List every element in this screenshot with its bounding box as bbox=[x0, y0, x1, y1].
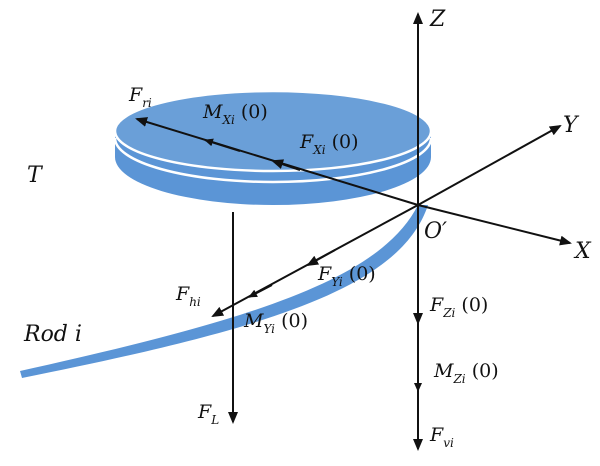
y-axis-label: Y bbox=[563, 113, 580, 138]
y-axis bbox=[417, 125, 562, 206]
f-ri-label: Fri bbox=[128, 84, 152, 110]
x-axis bbox=[417, 204, 572, 246]
rod-i bbox=[20, 205, 428, 378]
turntable-disc bbox=[113, 89, 433, 205]
x-axis-label: X bbox=[573, 239, 592, 264]
m-zi-label: MZi (0) bbox=[433, 360, 499, 386]
f-l-label: FL bbox=[197, 401, 219, 427]
z-axis-label: Z bbox=[429, 7, 446, 32]
m-yi-arrow bbox=[248, 284, 273, 298]
rod-label: Rod i bbox=[23, 322, 82, 347]
f-zi-label: FZi (0) bbox=[429, 294, 488, 320]
table-label: T bbox=[27, 163, 44, 188]
m-xi-label: MXi (0) bbox=[202, 101, 268, 127]
disc-rim-line bbox=[113, 137, 433, 184]
disc-top bbox=[113, 89, 433, 173]
f-hi-label: Fhi bbox=[175, 283, 201, 309]
f-xi-label: FXi (0) bbox=[299, 131, 359, 157]
f-yi-label: FYi (0) bbox=[317, 263, 376, 289]
m-xi-arrow bbox=[204, 138, 241, 152]
m-yi-label: MYi (0) bbox=[243, 310, 308, 336]
f-yi-mid-arrow bbox=[306, 249, 336, 266]
f-xi-mid-arrow bbox=[271, 159, 301, 171]
f-vi-label: Fvi bbox=[429, 424, 454, 450]
origin-label: O′ bbox=[424, 219, 447, 244]
